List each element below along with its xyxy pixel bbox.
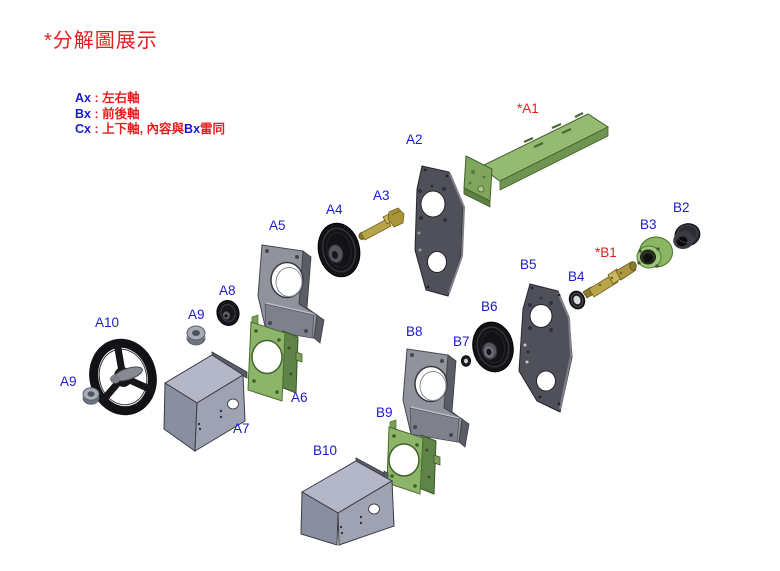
legend-line-cx: Cx : 上下軸, 內容與Bx雷同 bbox=[75, 122, 226, 136]
part-a7-housing-box bbox=[163, 351, 248, 452]
part-label-b4: B4 bbox=[568, 269, 585, 284]
part-b4-oring bbox=[568, 290, 586, 310]
part-label-a1: *A1 bbox=[517, 101, 539, 116]
part-label-a4: A4 bbox=[326, 202, 343, 217]
legend-line-ax: Ax : 左右軸 bbox=[75, 91, 140, 105]
part-label-a9-lower: A9 bbox=[60, 374, 77, 389]
part-a4-pulley bbox=[317, 222, 361, 278]
part-label-b8: B8 bbox=[406, 324, 423, 339]
part-label-b7: B7 bbox=[453, 334, 470, 349]
legend-axis-name: Bx bbox=[75, 106, 91, 121]
part-a9-lower-nut bbox=[82, 387, 100, 405]
part-label-a5: A5 bbox=[269, 218, 286, 233]
part-label-a10: A10 bbox=[95, 315, 120, 330]
part-label-b3: B3 bbox=[640, 217, 657, 232]
part-b2-nut bbox=[673, 223, 701, 250]
part-a5-bracket bbox=[257, 244, 325, 344]
part-a8-small-pulley bbox=[216, 300, 240, 326]
part-label-a9-upper: A9 bbox=[188, 307, 205, 322]
part-a10-handwheel bbox=[89, 338, 157, 416]
page-title: *分解圖展示 bbox=[44, 30, 158, 52]
part-b8-bracket bbox=[402, 348, 470, 448]
part-label-b6: B6 bbox=[481, 299, 498, 314]
part-label-a2: A2 bbox=[406, 132, 423, 147]
part-label-b2: B2 bbox=[673, 200, 690, 215]
part-b9-green-plate bbox=[386, 419, 441, 495]
part-label-a6: A6 bbox=[291, 390, 308, 405]
part-a2-plate bbox=[414, 165, 466, 297]
part-label-b1: *B1 bbox=[595, 245, 617, 260]
part-label-b10: B10 bbox=[313, 443, 338, 458]
part-a3-screw bbox=[358, 207, 405, 241]
part-label-a3: A3 bbox=[373, 188, 390, 203]
part-b6-pulley bbox=[472, 321, 514, 373]
legend-axis-desc: 前後軸 bbox=[102, 106, 140, 121]
part-b3-bushing bbox=[636, 236, 673, 269]
legend-axis-desc: 上下軸, 內容與 bbox=[102, 122, 185, 136]
legend-axis-desc: 左右軸 bbox=[102, 91, 140, 105]
part-a1-mount-bar bbox=[463, 112, 610, 208]
legend-axis-name: Ax bbox=[75, 91, 91, 105]
part-label-b9: B9 bbox=[376, 405, 393, 420]
legend-line-bx: Bx : 前後軸 bbox=[75, 106, 140, 121]
part-label-a7: A7 bbox=[233, 421, 250, 436]
part-b5-plate bbox=[518, 283, 573, 413]
part-label-b5: B5 bbox=[520, 257, 537, 272]
part-a6-green-plate bbox=[247, 314, 303, 402]
legend-axis-name: Cx bbox=[75, 122, 91, 136]
part-a9-upper-nut bbox=[186, 325, 206, 346]
part-label-a8: A8 bbox=[219, 283, 236, 298]
part-b1-shaft bbox=[582, 261, 637, 299]
part-b7-ring bbox=[460, 355, 472, 367]
axis-legend: Ax : 左右軸 Bx : 前後軸 Cx : 上下軸, 內容與Bx雷同 bbox=[75, 91, 225, 138]
part-b10-housing-box bbox=[300, 457, 395, 546]
